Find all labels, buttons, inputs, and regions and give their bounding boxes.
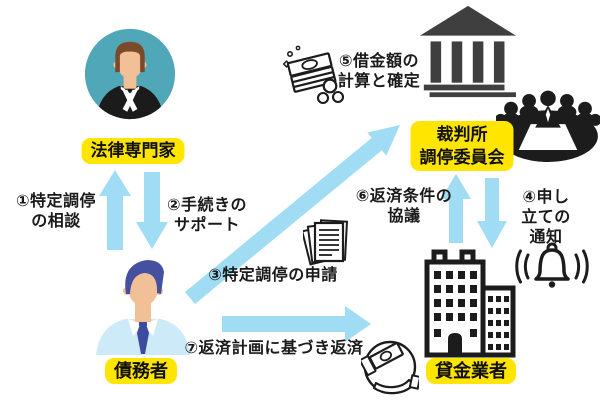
courthouse-icon <box>420 4 516 99</box>
arrow-step6-up <box>441 174 471 243</box>
step3-text: ③特定調停の申請 <box>208 267 338 284</box>
lender-label: 貸金業者 <box>426 358 516 384</box>
arrow-step4-down <box>477 178 507 248</box>
application-documents-icon <box>303 219 349 266</box>
office-buildings-icon <box>424 240 516 358</box>
mediation-committee-icon <box>496 88 600 162</box>
lawyer-avatar <box>84 28 176 120</box>
arrow-step1-up <box>99 170 131 250</box>
arrow-step3-diagonal <box>185 125 400 304</box>
arrow-step2-down <box>136 172 168 249</box>
step2-text: ②手続きの サポート <box>166 197 248 234</box>
step6-text: ⑥返済条件の 協議 <box>355 188 453 225</box>
lawyer-label: 法律専門家 <box>81 138 185 164</box>
step7-text: ⑦返済計画に基づき返済 <box>184 340 364 357</box>
arrow-step7-right <box>222 306 371 342</box>
money-handover-icon <box>361 334 419 396</box>
notification-bell-icon <box>513 238 591 292</box>
step5-text: ⑤借金額の 計算と確定 <box>337 53 421 90</box>
step4-text: ④申し立ての 通知 <box>521 189 571 246</box>
court-label: 裁判所 調停委員会 <box>410 121 514 171</box>
money-bills-icon <box>283 44 347 106</box>
step1-text: ①特定調停 の相談 <box>15 193 97 230</box>
debtor-label: 債務者 <box>105 358 177 384</box>
debtor-avatar <box>94 247 192 355</box>
